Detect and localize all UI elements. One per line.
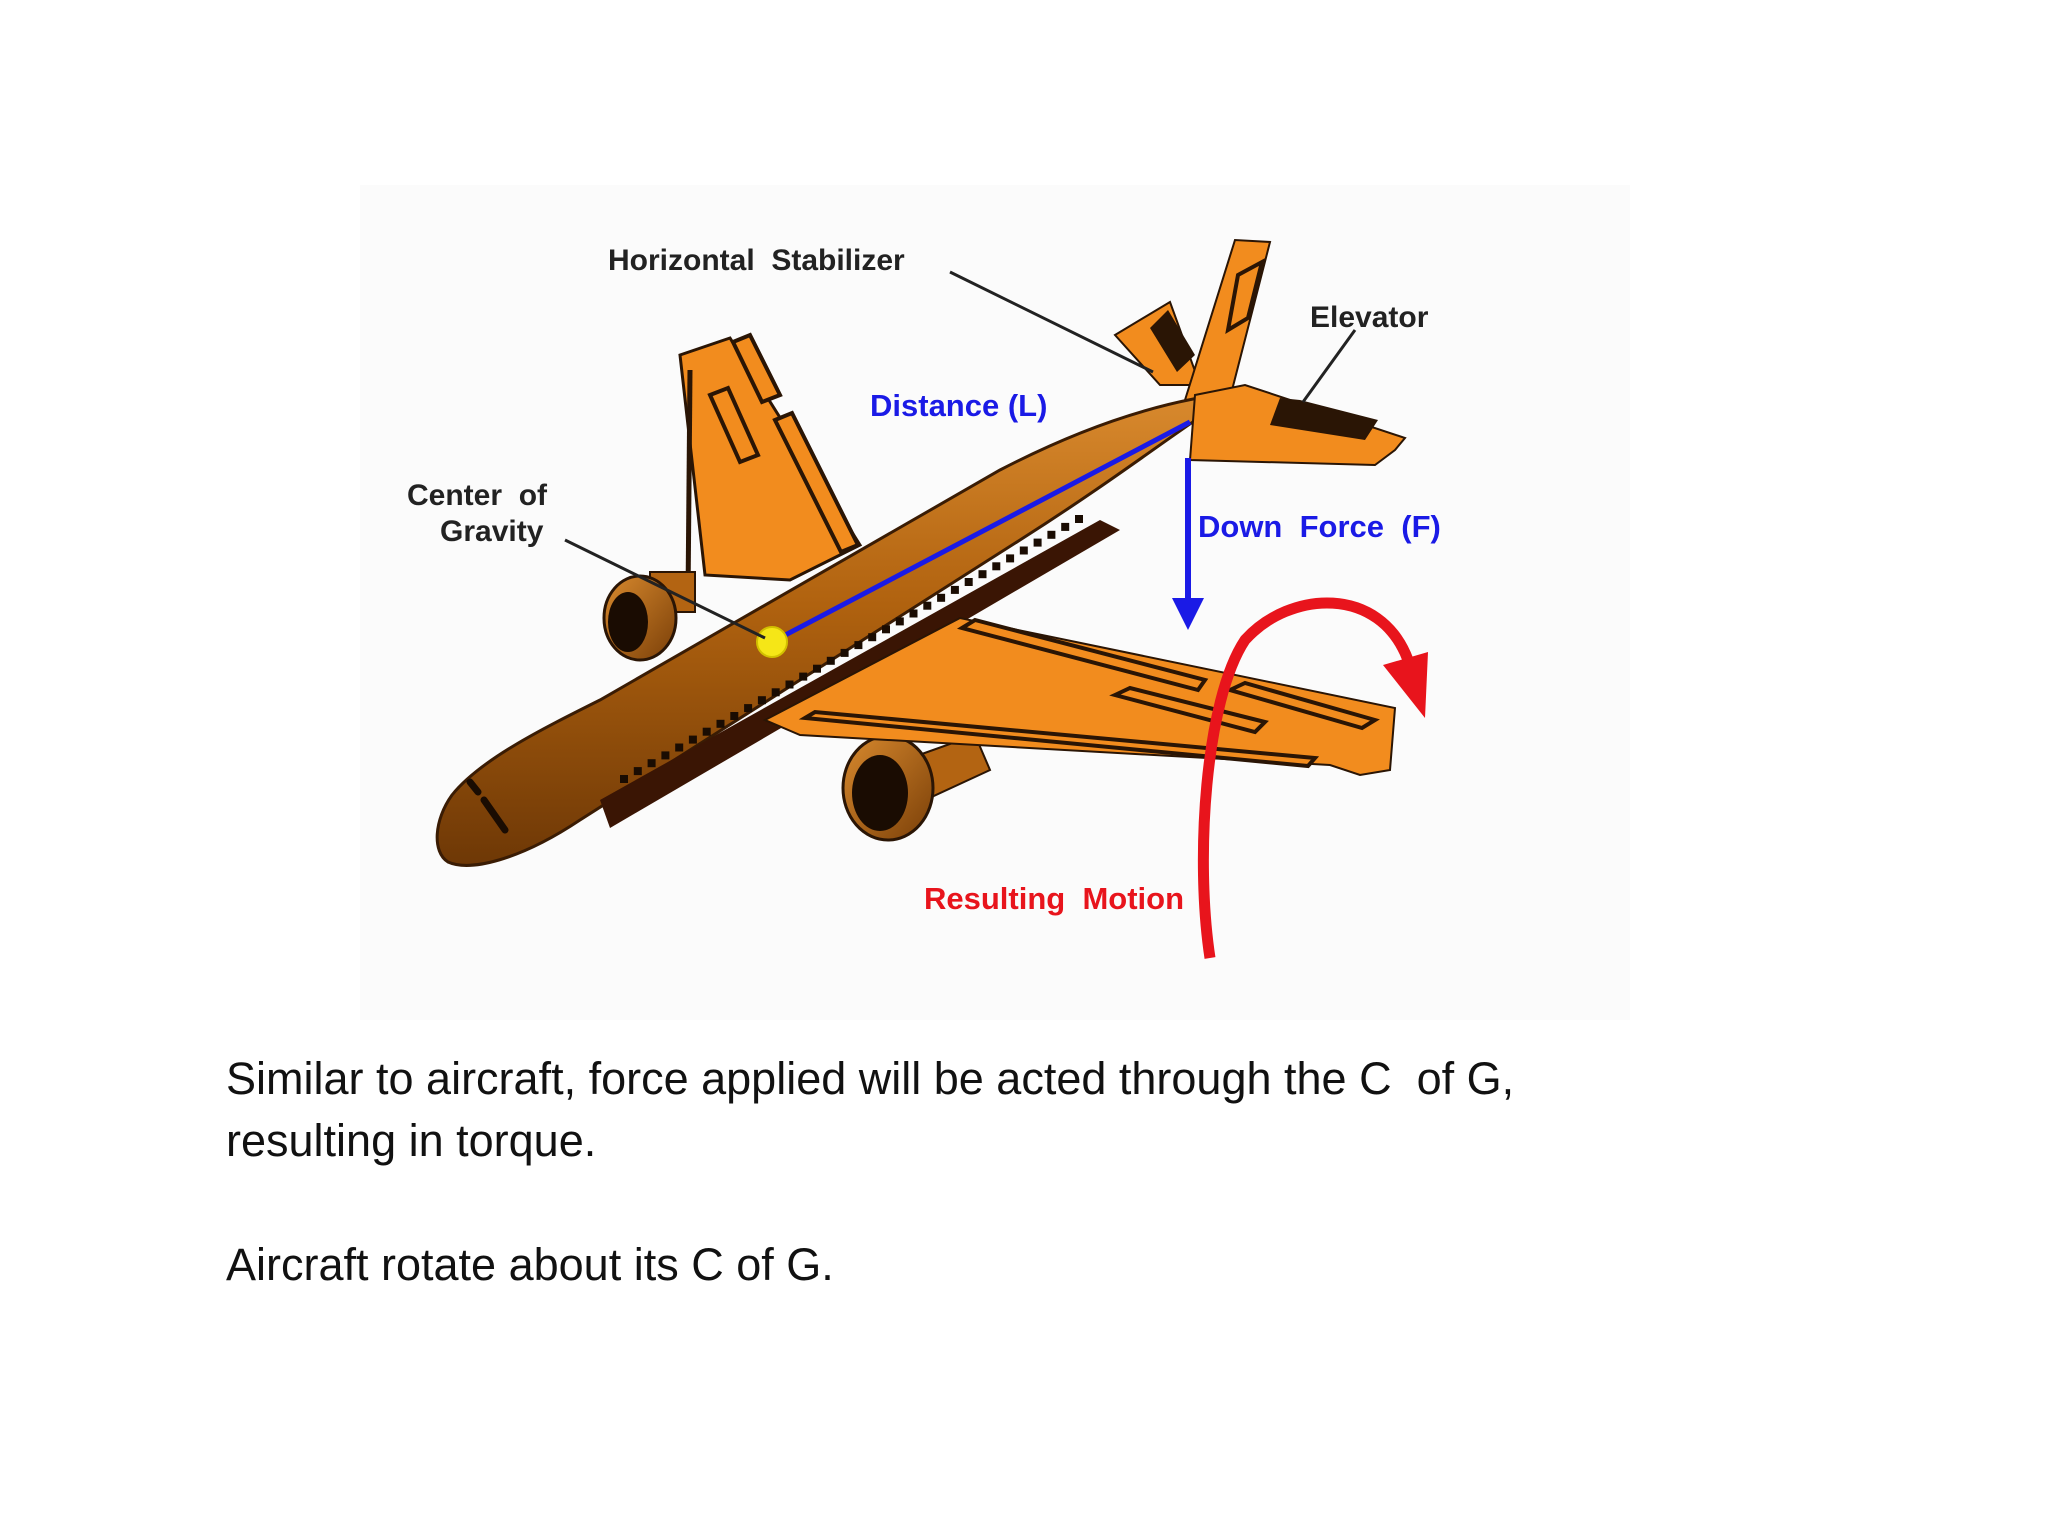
window (950, 585, 959, 594)
window (771, 688, 780, 697)
window (1019, 546, 1028, 555)
window (661, 751, 670, 760)
window (647, 759, 656, 768)
elevator-label: Elevator (1310, 301, 1429, 334)
window (1061, 522, 1070, 531)
horizontal-stabilizer-label: Horizontal Stabilizer (608, 244, 905, 277)
window (909, 609, 918, 618)
window (620, 775, 628, 783)
elevator-leader-line (1301, 329, 1357, 403)
window (757, 696, 766, 705)
caption-line-1: Similar to aircraft, force applied will … (226, 1053, 1515, 1104)
window (1033, 538, 1042, 547)
window (854, 641, 863, 650)
window (992, 562, 1001, 571)
caption-line-3: Aircraft rotate about its C of G. (226, 1239, 834, 1290)
center-of-gravity-label-line2: Gravity (440, 515, 544, 548)
cg-leader-line (564, 538, 766, 640)
window (978, 570, 987, 579)
tail (1113, 238, 1272, 402)
resulting-motion-label: Resulting Motion (924, 881, 1184, 916)
window (840, 648, 849, 657)
stabilizer-leader-line (949, 270, 1154, 374)
window (799, 672, 808, 681)
window (1075, 515, 1083, 523)
center-of-gravity-dot (756, 626, 788, 658)
window (826, 656, 835, 665)
window (868, 633, 877, 642)
resulting-motion-arrow (1197, 597, 1428, 959)
center-of-gravity-label-line1: Center of (407, 479, 548, 512)
window-row (620, 515, 1083, 783)
window (813, 664, 821, 673)
down-force-arrow (1172, 458, 1204, 630)
horizontal-stabilizer (1188, 383, 1407, 467)
window (964, 578, 973, 586)
window (923, 601, 932, 610)
elevator-surface (1270, 398, 1378, 440)
distance-label: Distance (L) (870, 388, 1047, 423)
down-force-label: Down Force (F) (1198, 509, 1441, 544)
window (937, 593, 946, 602)
window (1047, 530, 1056, 539)
caption-spacer (226, 1172, 1926, 1234)
right-engine (841, 733, 992, 842)
window (730, 712, 739, 720)
caption-line-2: resulting in torque. (226, 1115, 597, 1166)
window (675, 743, 684, 752)
window (1006, 554, 1015, 563)
window (744, 704, 753, 713)
window (882, 625, 890, 634)
left-engine (602, 571, 696, 662)
fuselage (435, 390, 1241, 867)
caption: Similar to aircraft, force applied will … (226, 1048, 1926, 1296)
right-wing (762, 616, 1397, 777)
window (895, 617, 904, 626)
left-wing (678, 332, 863, 601)
window (702, 727, 711, 736)
window (633, 767, 642, 776)
distance-line (770, 419, 1192, 645)
window (716, 719, 725, 728)
window (688, 735, 697, 744)
window (785, 680, 794, 689)
